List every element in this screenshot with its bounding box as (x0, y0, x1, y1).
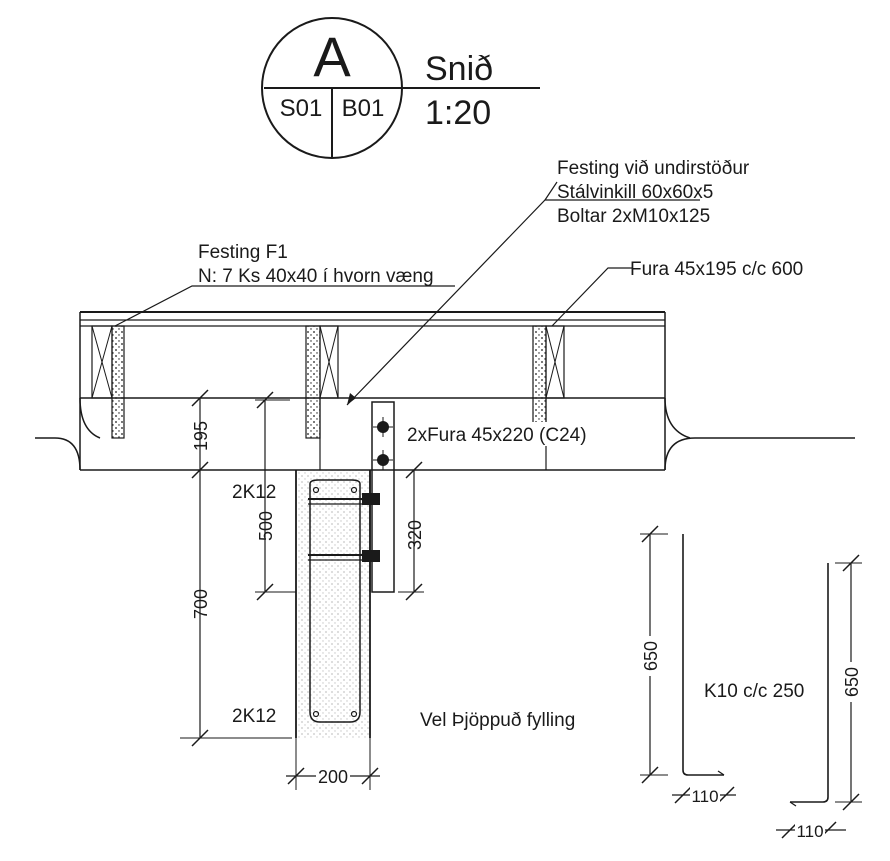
svg-text:320: 320 (405, 520, 425, 550)
joist-callout: Fura 45x195 c/c 600 (630, 259, 803, 280)
rebar-bar-a: 650 110 (636, 525, 736, 806)
beam-callout: 2xFura 45x220 (C24) (407, 425, 587, 446)
dim-angle-length: 320 (398, 461, 425, 601)
leader-lines (114, 181, 700, 406)
svg-text:110: 110 (796, 822, 823, 841)
bolt-lower (373, 450, 393, 470)
svg-text:650: 650 (842, 667, 862, 697)
anchor-callout: Festing við undirstöður Stálvinkill 60x6… (557, 158, 750, 227)
anchor-callout-line3: Boltar 2xM10x125 (557, 206, 710, 227)
dim-footing-depth: 700 (180, 470, 292, 747)
dim-joist-depth: 195 (190, 389, 211, 479)
svg-text:700: 700 (191, 589, 211, 619)
joist-1 (91, 325, 125, 439)
svg-text:200: 200 (318, 767, 348, 787)
rebar-bottom-label: 2K12 (232, 706, 276, 727)
sheet-ref-left: S01 (280, 95, 323, 122)
fill-label: Vel Þjöppuð fylling (420, 710, 575, 731)
f1-callout-line1: Festing F1 (198, 242, 288, 263)
sheet-ref-right: B01 (342, 95, 385, 122)
section-scale: 1:20 (425, 94, 491, 132)
joist-2 (305, 325, 339, 470)
f1-callout-line2: N: 7 Ks 40x40 í hvorn væng (198, 266, 434, 287)
section-letter: A (313, 25, 351, 88)
svg-text:650: 650 (641, 641, 661, 671)
anchor-callout-line2: Stálvinkill 60x60x5 (557, 182, 713, 203)
rebar-bar-b: 650 110 (776, 554, 865, 841)
stirrup (309, 479, 361, 723)
section-title: Snið (425, 50, 493, 88)
anchor-callout-line1: Festing við undirstöður (557, 158, 750, 179)
floor-deck (35, 311, 855, 471)
rebar-top-label: 2K12 (232, 482, 276, 503)
dim-anchor-zone: 500 (255, 391, 296, 601)
svg-text:500: 500 (256, 511, 276, 541)
svg-text:195: 195 (191, 421, 211, 451)
bolt-upper (373, 417, 393, 437)
section-title-block: A S01 B01 Snið 1:20 (261, 17, 540, 159)
dim-footing-width: 200 (286, 766, 380, 787)
stirrup-label: K10 c/c 250 (704, 681, 804, 702)
svg-text:110: 110 (691, 787, 718, 806)
joist-3 (532, 325, 565, 470)
concrete-footing (295, 470, 371, 790)
f1-callout: Festing F1 N: 7 Ks 40x40 í hvorn væng (198, 242, 434, 287)
